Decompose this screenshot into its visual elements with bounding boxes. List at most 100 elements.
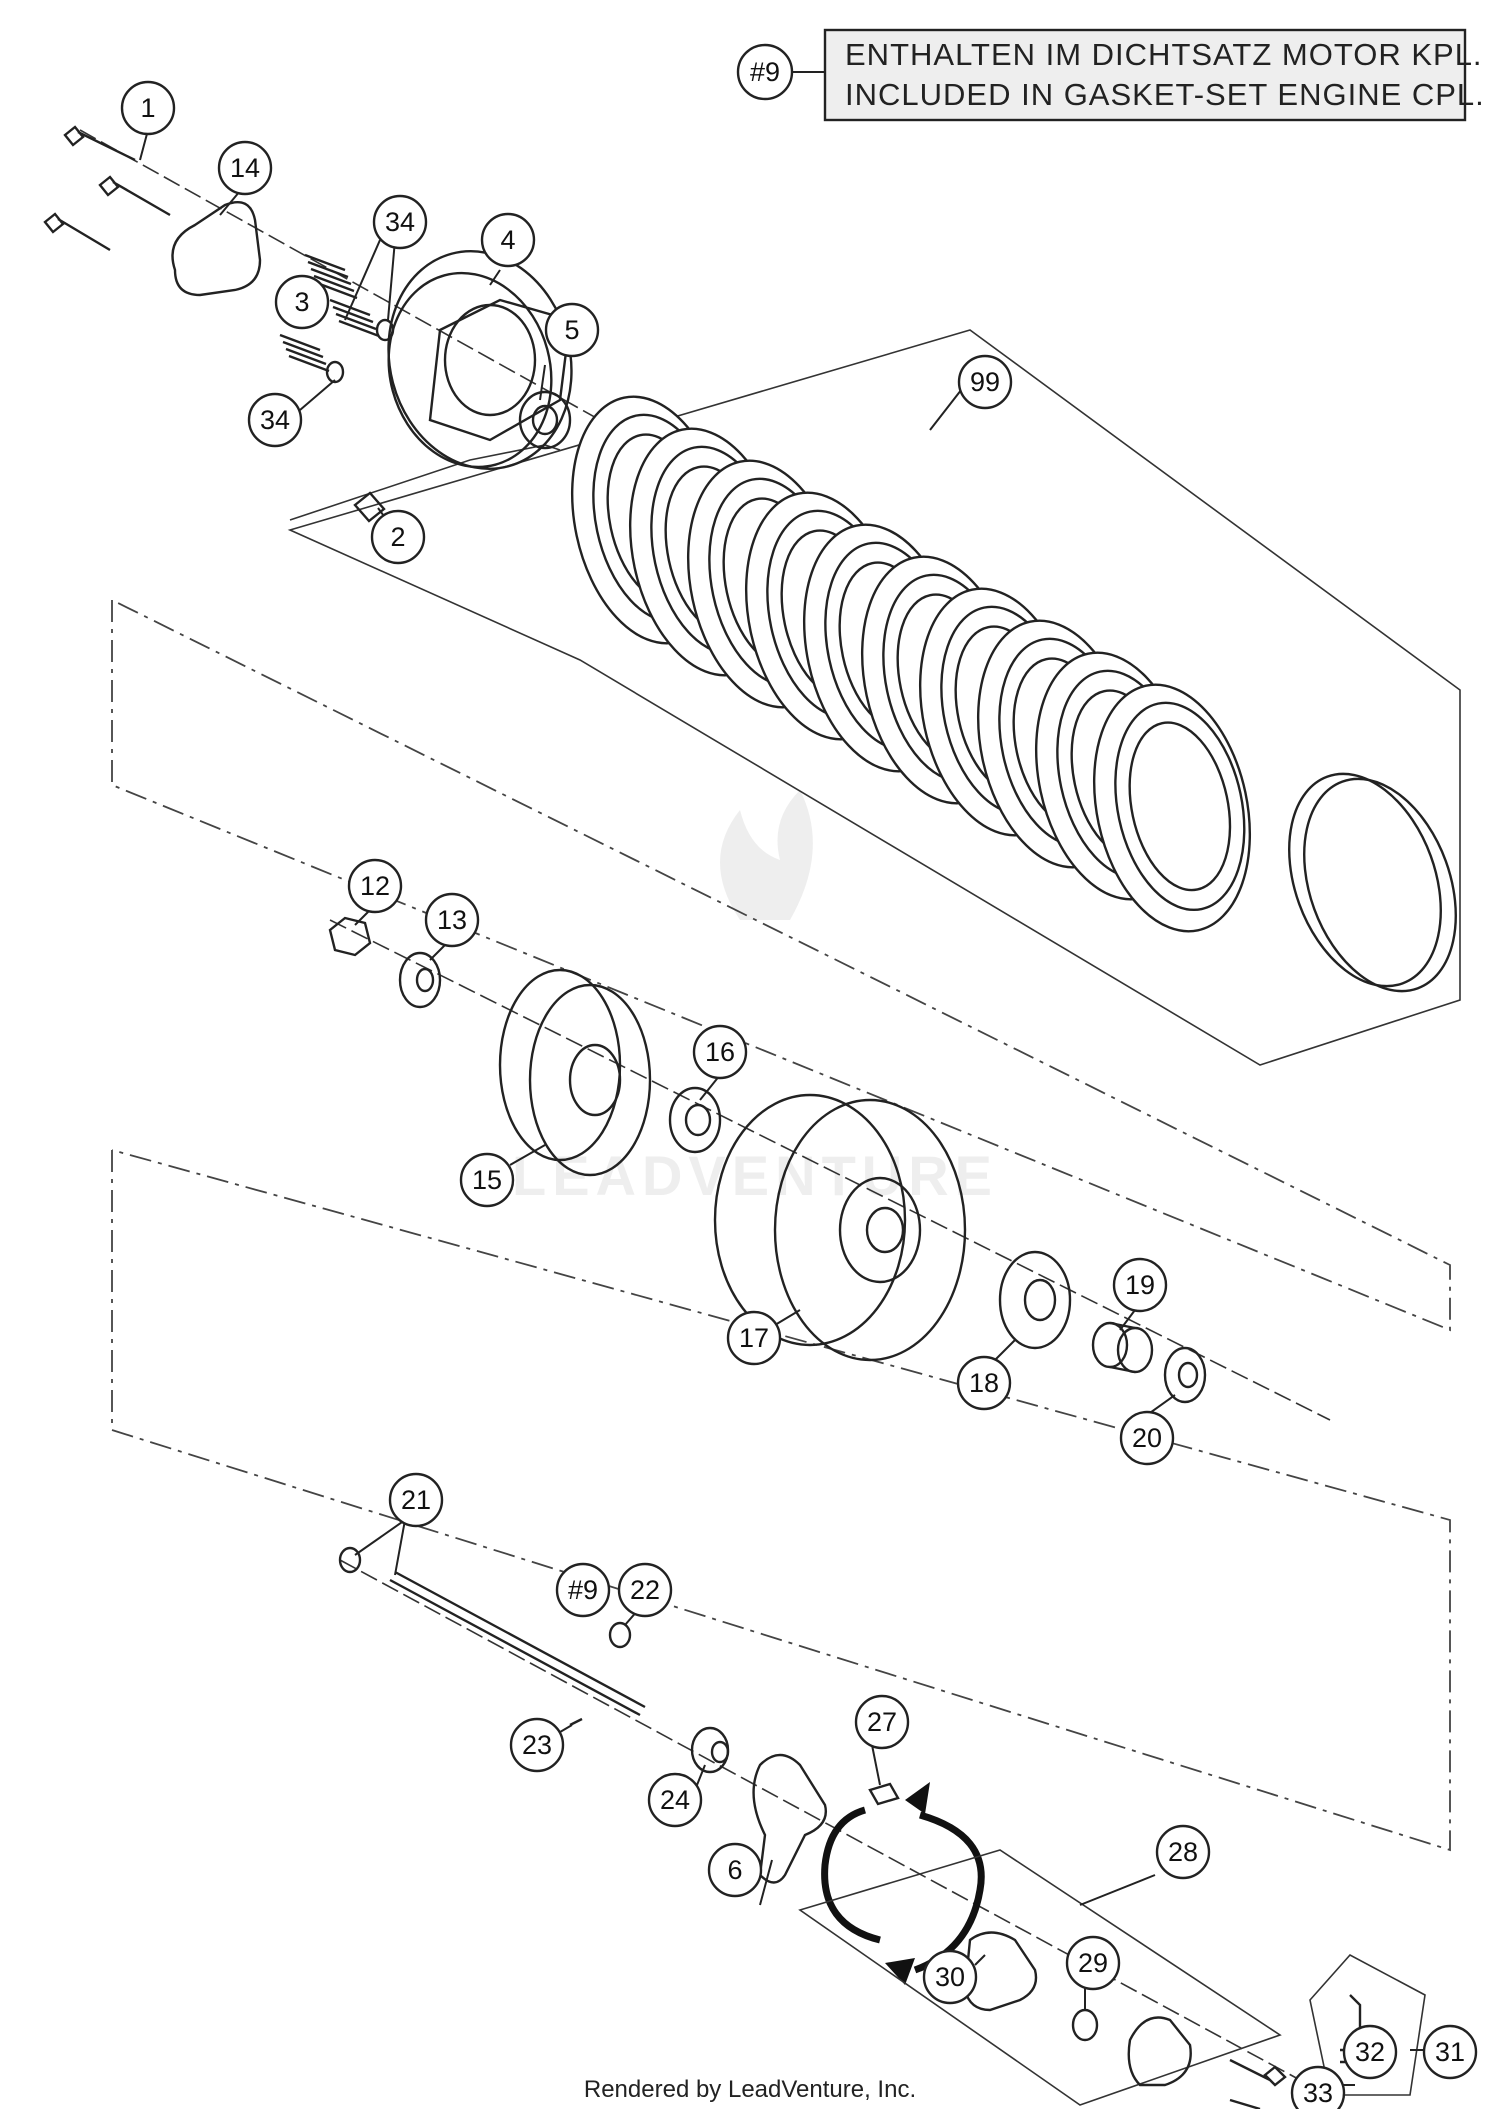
callout-29-25: 29: [1065, 1935, 1121, 1991]
callout-19-14: 19: [1112, 1257, 1168, 1313]
note-ref-callout: #9: [736, 43, 794, 101]
callout-circle: [555, 1562, 611, 1618]
bearing-24: [690, 1726, 730, 1774]
pin-2: [353, 491, 386, 523]
shaft-assembly-boundary: [111, 1149, 1451, 1852]
callout-label: 24: [660, 1785, 690, 1815]
callout-circle: [388, 1472, 444, 1528]
callout-circle: [647, 1772, 703, 1828]
callout-13-10: 13: [424, 892, 480, 948]
callout-18-15: 18: [956, 1355, 1012, 1411]
sleeve-27: [868, 1782, 900, 1806]
callout-circle: [370, 509, 426, 565]
callout-24-21: 24: [647, 1772, 703, 1828]
callout-label: 13: [437, 905, 467, 935]
callout-label: 99: [970, 367, 1000, 397]
callout-32-28: 32: [1342, 2024, 1398, 2080]
callout-label: 33: [1303, 2078, 1333, 2108]
callout-circle: [372, 194, 428, 250]
ring-34b: [325, 360, 345, 384]
callout-circle: [1065, 1935, 1121, 1991]
callout-label: 18: [969, 1368, 999, 1398]
clutch-plate-stack: [570, 395, 1252, 933]
callout-label: 6: [727, 1855, 742, 1885]
thrust-washer-16: [668, 1086, 722, 1154]
seal-22: [608, 1621, 632, 1649]
gear-18: [998, 1250, 1072, 1350]
kit-28-box: [798, 1849, 1282, 2106]
callout-16-11: 16: [692, 1024, 748, 1080]
push-rod-21: [338, 1546, 646, 1717]
callout-circle: [247, 392, 303, 448]
callout-circle: [1342, 2024, 1398, 2080]
callout-22-19: 22: [617, 1562, 673, 1618]
callout-6-23: 6: [707, 1842, 763, 1898]
callout-30-26: 30: [922, 1949, 978, 2005]
callout-circle: [217, 140, 273, 196]
pin-23: [569, 1717, 583, 1727]
callout-label: 5: [564, 315, 579, 345]
callout-14-1: 14: [217, 140, 273, 196]
callout-21-17: 21: [388, 1472, 444, 1528]
callout-ref9-18: #9: [555, 1562, 611, 1618]
callout-label: 16: [705, 1037, 735, 1067]
callout-label: 19: [1125, 1270, 1155, 1300]
callout-33-27: 33: [1290, 2065, 1346, 2109]
slave-cover-28: [1127, 2016, 1192, 2087]
clutch-assembly-boundary: [111, 599, 1451, 1332]
callout-group: 1 14 34 4 3 5 34 2 99 12 13 16 15 17 19 18 20 21 #9 22 23 24 2…: [120, 80, 1478, 2109]
callout-label: 34: [385, 207, 415, 237]
callout-circle: [509, 1717, 565, 1773]
callout-circle: [957, 354, 1013, 410]
callout-label: 2: [390, 522, 405, 552]
callout-label: 32: [1355, 2037, 1385, 2067]
pressure-plate-box: [289, 444, 561, 521]
callout-label: 21: [401, 1485, 431, 1515]
callout-label: 30: [935, 1962, 965, 1992]
callout-circle: [1422, 2024, 1478, 2080]
callout-circle: [347, 858, 403, 914]
callout-5-5: 5: [544, 302, 600, 358]
o-ring-29: [1071, 2008, 1099, 2042]
callout-4-3: 4: [480, 212, 536, 268]
callout-circle: [692, 1024, 748, 1080]
cover-plate-14: [171, 200, 262, 297]
callout-3-4: 3: [274, 274, 330, 330]
callout-label: 15: [472, 1165, 502, 1195]
release-lever-6: [752, 1753, 827, 1884]
bolt-set-1: [43, 125, 171, 252]
washer-20: [1163, 1346, 1207, 1404]
note-ref-label: #9: [750, 57, 780, 87]
callout-label: 31: [1435, 2037, 1465, 2067]
clutch-plate-10: [1092, 683, 1252, 933]
callout-17-13: 17: [726, 1310, 782, 1366]
watermark: LEADVENTURE: [512, 790, 992, 1207]
callout-label: 1: [140, 93, 155, 123]
callout-1-0: 1: [120, 80, 176, 136]
callout-12-9: 12: [347, 858, 403, 914]
gasket-note: ENTHALTEN IM DICHTSATZ MOTOR KPL. INCLUD…: [792, 28, 1484, 122]
wire-rings: [1288, 772, 1457, 993]
bearing-5: [518, 390, 572, 450]
callout-34-6: 34: [247, 392, 303, 448]
callout-label: 17: [739, 1323, 769, 1353]
callout-2-7: 2: [370, 509, 426, 565]
inner-hub-15: [498, 968, 652, 1177]
callout-20-16: 20: [1119, 1410, 1175, 1466]
callout-label: #9: [568, 1575, 598, 1605]
callout-label: 34: [260, 405, 290, 435]
callout-circle: [617, 1562, 673, 1618]
housing-30: [963, 1931, 1038, 2012]
callout-label: 27: [867, 1707, 897, 1737]
outer-basket-17: [713, 1093, 967, 1362]
callout-23-20: 23: [509, 1717, 565, 1773]
callout-label: 28: [1168, 1837, 1198, 1867]
nut-12: [328, 916, 372, 957]
callout-label: 22: [630, 1575, 660, 1605]
callout-circle: [854, 1694, 910, 1750]
callout-circle: [424, 892, 480, 948]
callout-27-22: 27: [854, 1694, 910, 1750]
callout-label: 20: [1132, 1423, 1162, 1453]
callout-circle: [922, 1949, 978, 2005]
